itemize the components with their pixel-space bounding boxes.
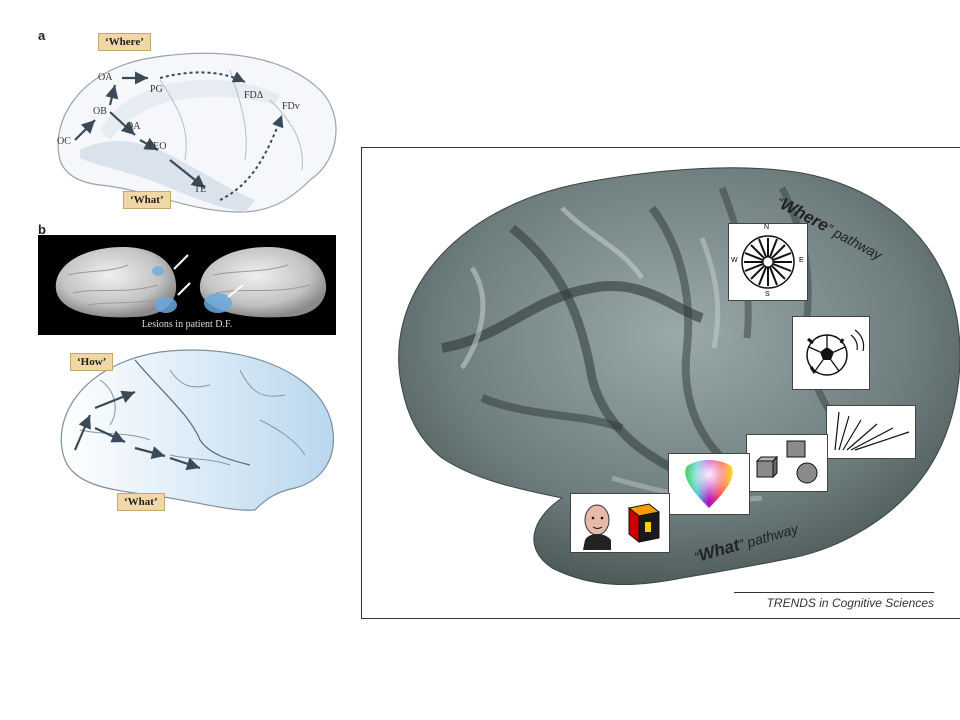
lesion-arrow [177, 282, 191, 296]
arrow-what-3 [169, 456, 201, 471]
region-teo: TEO [147, 141, 167, 152]
region-ob: OB [93, 106, 107, 117]
left-lesion-brain [55, 247, 177, 318]
lesion-brains [55, 247, 327, 318]
color-wheel-icon [685, 460, 733, 508]
compass-s: S [765, 291, 770, 298]
region-oc: OC [57, 136, 71, 147]
oriented-lines-stimulus [826, 405, 916, 459]
trends-credit: TRENDS in Cognitive Sciences [734, 592, 934, 610]
cortex-outline [398, 167, 960, 586]
region-fdv: FDv [282, 101, 300, 112]
arrow-ob-oa-low [109, 111, 136, 136]
arrow-pg-fd [159, 71, 246, 83]
lesion-spot [152, 266, 164, 276]
object-face-stimulus [570, 493, 670, 553]
where-tag: ‘Where’ [98, 33, 151, 51]
lesion-arrow [173, 254, 189, 270]
arrow-oa-teo [139, 137, 159, 151]
arrow-what-1 [94, 427, 126, 443]
soccer-ball-icon [806, 329, 865, 376]
compass-e: E [799, 257, 804, 264]
arrow-oc-ob [74, 119, 96, 141]
right-figure-frame: N S E W [361, 147, 960, 619]
right-lesion-brain [199, 247, 327, 318]
arrow-ob-oa [105, 84, 119, 106]
region-oa-low: OA [126, 121, 141, 132]
compass-w: W [731, 257, 738, 264]
region-oa-top: OA [98, 72, 113, 83]
region-te: TE [194, 184, 207, 195]
panel-b-label: b [38, 222, 46, 237]
what-tag-b: ‘What’ [117, 493, 165, 511]
region-pg: PG [150, 84, 163, 95]
lesion-arrow [227, 284, 244, 298]
soccer-ball-stimulus [792, 316, 870, 390]
region-fd-delta: FDΔ [244, 90, 264, 101]
monkey-brain-diagram [57, 52, 337, 213]
panel-a-label: a [38, 28, 46, 43]
shapes-stimulus [746, 434, 828, 492]
lesion-photo-panel: Lesions in patient D.F. [38, 235, 336, 335]
what-tag-a: ‘What’ [123, 191, 171, 209]
lines-icon [834, 411, 910, 451]
arrow-how-1 [73, 414, 92, 451]
dorsal-stream-shading [100, 80, 280, 140]
compass-icon [741, 235, 795, 289]
shapes-icon [755, 440, 818, 484]
lesion-spot [204, 293, 232, 313]
compass-n: N [764, 224, 770, 231]
lesion-caption: Lesions in patient D.F. [141, 319, 233, 330]
arrow-te-fdv [219, 114, 284, 201]
how-tag: ‘How’ [70, 353, 114, 371]
compass-stimulus: N S E W [728, 223, 808, 301]
lesion-spot [155, 297, 177, 313]
arrow-what-2 [134, 446, 166, 459]
arrow-teo-te [169, 159, 206, 189]
color-stimulus [668, 453, 750, 515]
ventral-stream-shading [80, 140, 255, 212]
face-and-object-icon [583, 503, 661, 550]
human-brain-diagram [60, 349, 334, 511]
arrow-how-2 [94, 390, 136, 410]
